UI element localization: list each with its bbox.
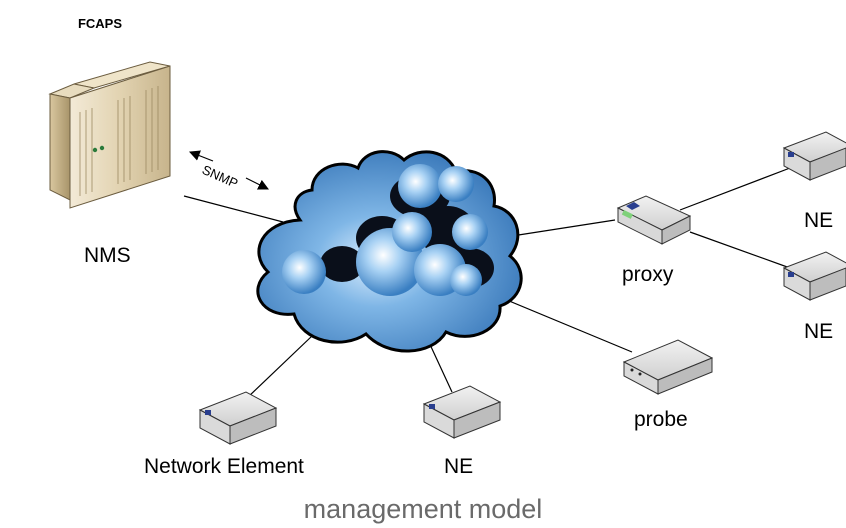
router-icon [616, 195, 692, 245]
link-cloud-probe [501, 297, 633, 353]
probe-icon [622, 339, 714, 395]
probe-label: probe [634, 408, 688, 431]
link-proxy-ne-top [679, 167, 791, 211]
ne-top-icon [782, 131, 846, 181]
ne-bottom-icon [422, 385, 502, 439]
network-element-label: Network Element [144, 455, 304, 478]
ne-bottom-label: NE [444, 455, 474, 478]
link-proxy-ne-middle [689, 231, 791, 269]
diagram-caption: management model [303, 494, 543, 524]
network-element-icon [198, 391, 278, 445]
link-nms-cloud [183, 195, 284, 223]
ne-top-label: NE [804, 209, 834, 232]
network-cloud-icon [256, 150, 523, 353]
ne-middle-icon [782, 251, 846, 301]
link-cloud-network-element [246, 335, 313, 399]
nms-label: NMS [84, 244, 131, 267]
proxy-label: proxy [622, 263, 674, 286]
server-icon [48, 61, 171, 209]
ne-middle-label: NE [804, 320, 834, 343]
snmp-arrow [188, 150, 269, 190]
fcaps-header: FCAPS [77, 16, 123, 31]
link-cloud-proxy [511, 219, 616, 237]
